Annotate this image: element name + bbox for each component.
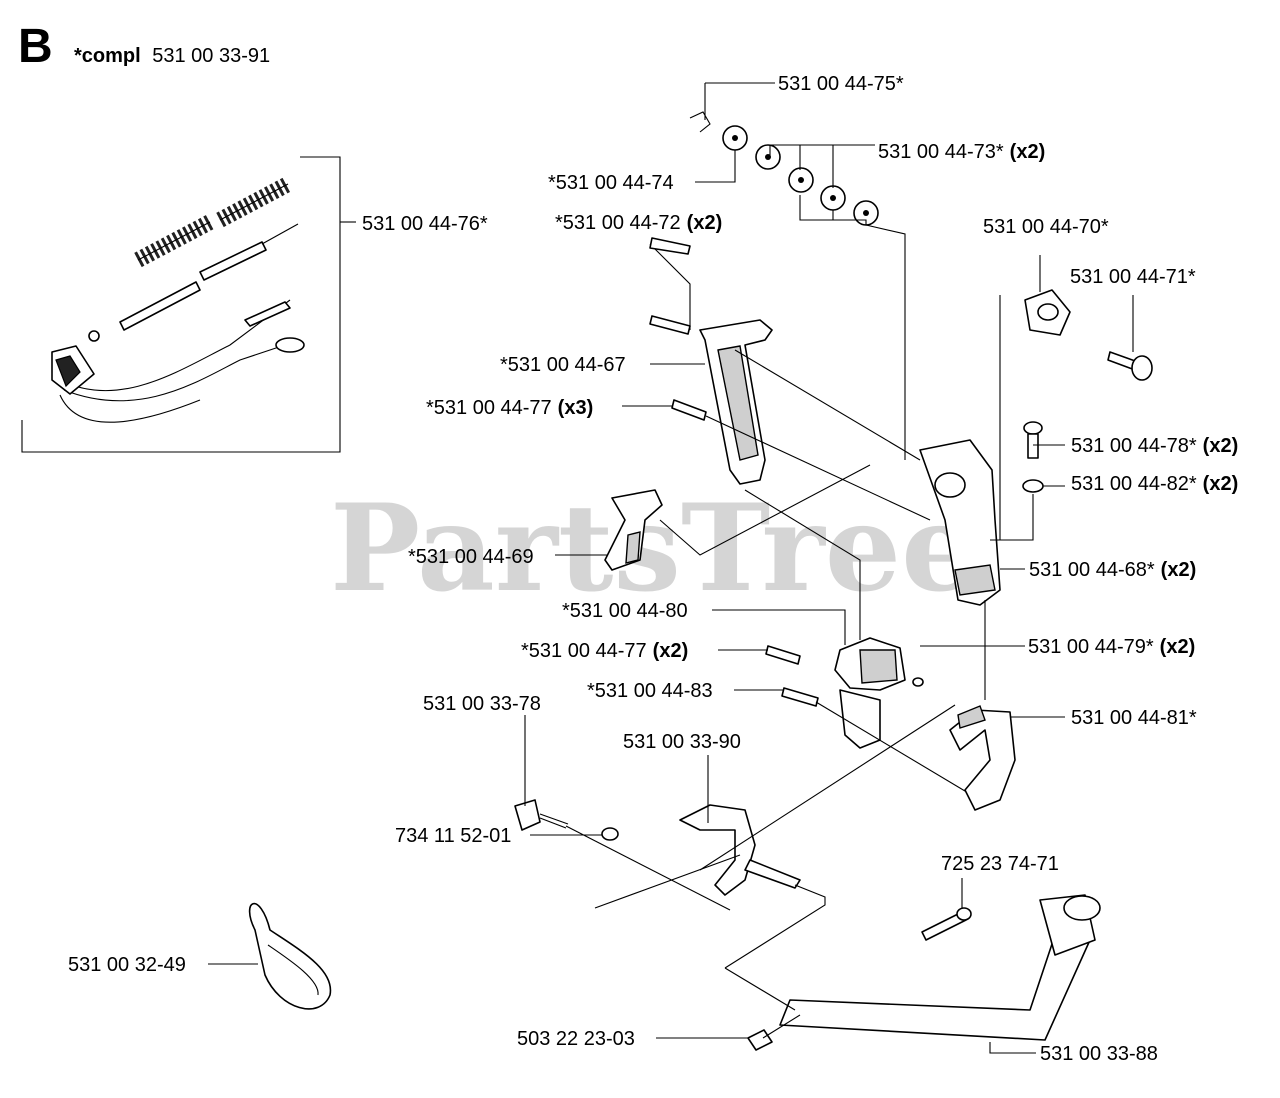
spring-left-drawing (134, 214, 214, 268)
clamp-lower-drawing (949, 705, 1016, 811)
switch-drawing (1024, 255, 1153, 381)
compl-prefix: *compl (74, 45, 141, 67)
clamp-33-90-drawing (594, 804, 826, 969)
compl-label: *compl 531 00 33-91 (74, 45, 270, 67)
washer-stack-drawing (689, 111, 906, 460)
screw-78-drawing (1000, 421, 1044, 541)
callout-531-00-44-77-x3: *531 00 44-77(x3) (426, 397, 593, 419)
callout-531-00-44-76: 531 00 44-76* (362, 213, 488, 235)
cable-kit-drawing (21, 156, 356, 453)
cable-tie-drawing (248, 902, 332, 1010)
callout-531-00-44-69: *531 00 44-69 (408, 546, 534, 568)
leader-lines (208, 82, 1065, 1039)
callout-531-00-32-49: 531 00 32-49 (68, 954, 186, 976)
callout-531-00-44-74: *531 00 44-74 (548, 172, 674, 194)
callout-531-00-44-83: *531 00 44-83 (587, 680, 713, 702)
callout-531-00-33-78: 531 00 33-78 (423, 693, 541, 715)
callout-531-00-44-72: *531 00 44-72(x2) (555, 212, 722, 234)
callout-531-00-44-70: 531 00 44-70* (983, 216, 1109, 238)
callout-734-11-52-01: 734 11 52-01 (395, 825, 511, 847)
callout-725-23-74-71: 725 23 74-71 (941, 853, 1059, 875)
callout-531-00-44-78: 531 00 44-78*(x2) (1071, 435, 1238, 457)
callout-531-00-44-81: 531 00 44-81* (1071, 707, 1197, 729)
callout-531-00-33-90: 531 00 33-90 (623, 731, 741, 753)
callout-531-00-44-77-x2: *531 00 44-77(x2) (521, 640, 688, 662)
handle-left-half-drawing (649, 237, 921, 485)
callout-503-22-23-03: 503 22 23-03 (517, 1028, 635, 1050)
callout-531-00-44-68: 531 00 44-68*(x2) (1029, 559, 1196, 581)
section-letter: B (18, 20, 53, 73)
screw-77-drawing (671, 399, 931, 521)
callout-531-00-44-79: 531 00 44-79*(x2) (1028, 636, 1195, 658)
callout-531-00-44-80: *531 00 44-80 (562, 600, 688, 622)
callout-531-00-44-73: 531 00 44-73*(x2) (878, 141, 1045, 163)
compl-number: 531 00 33-91 (152, 45, 270, 67)
trigger-drawing (604, 464, 871, 571)
callout-531-00-44-71: 531 00 44-71* (1070, 266, 1196, 288)
callout-531-00-44-75: 531 00 44-75* (778, 73, 904, 95)
callout-labels: 531 00 44-75* 531 00 44-73*(x2) *531 00 … (68, 73, 1238, 1065)
clamp-upper-drawing (834, 637, 924, 749)
callout-531-00-44-82: 531 00 44-82*(x2) (1071, 473, 1238, 495)
callout-531-00-44-67: *531 00 44-67 (500, 354, 626, 376)
loop-handle-drawing (724, 894, 1101, 1054)
wing-bolt-drawing (514, 799, 731, 911)
callout-531-00-33-88: 531 00 33-88 (1040, 1043, 1158, 1065)
spring-right-drawing (216, 176, 292, 228)
